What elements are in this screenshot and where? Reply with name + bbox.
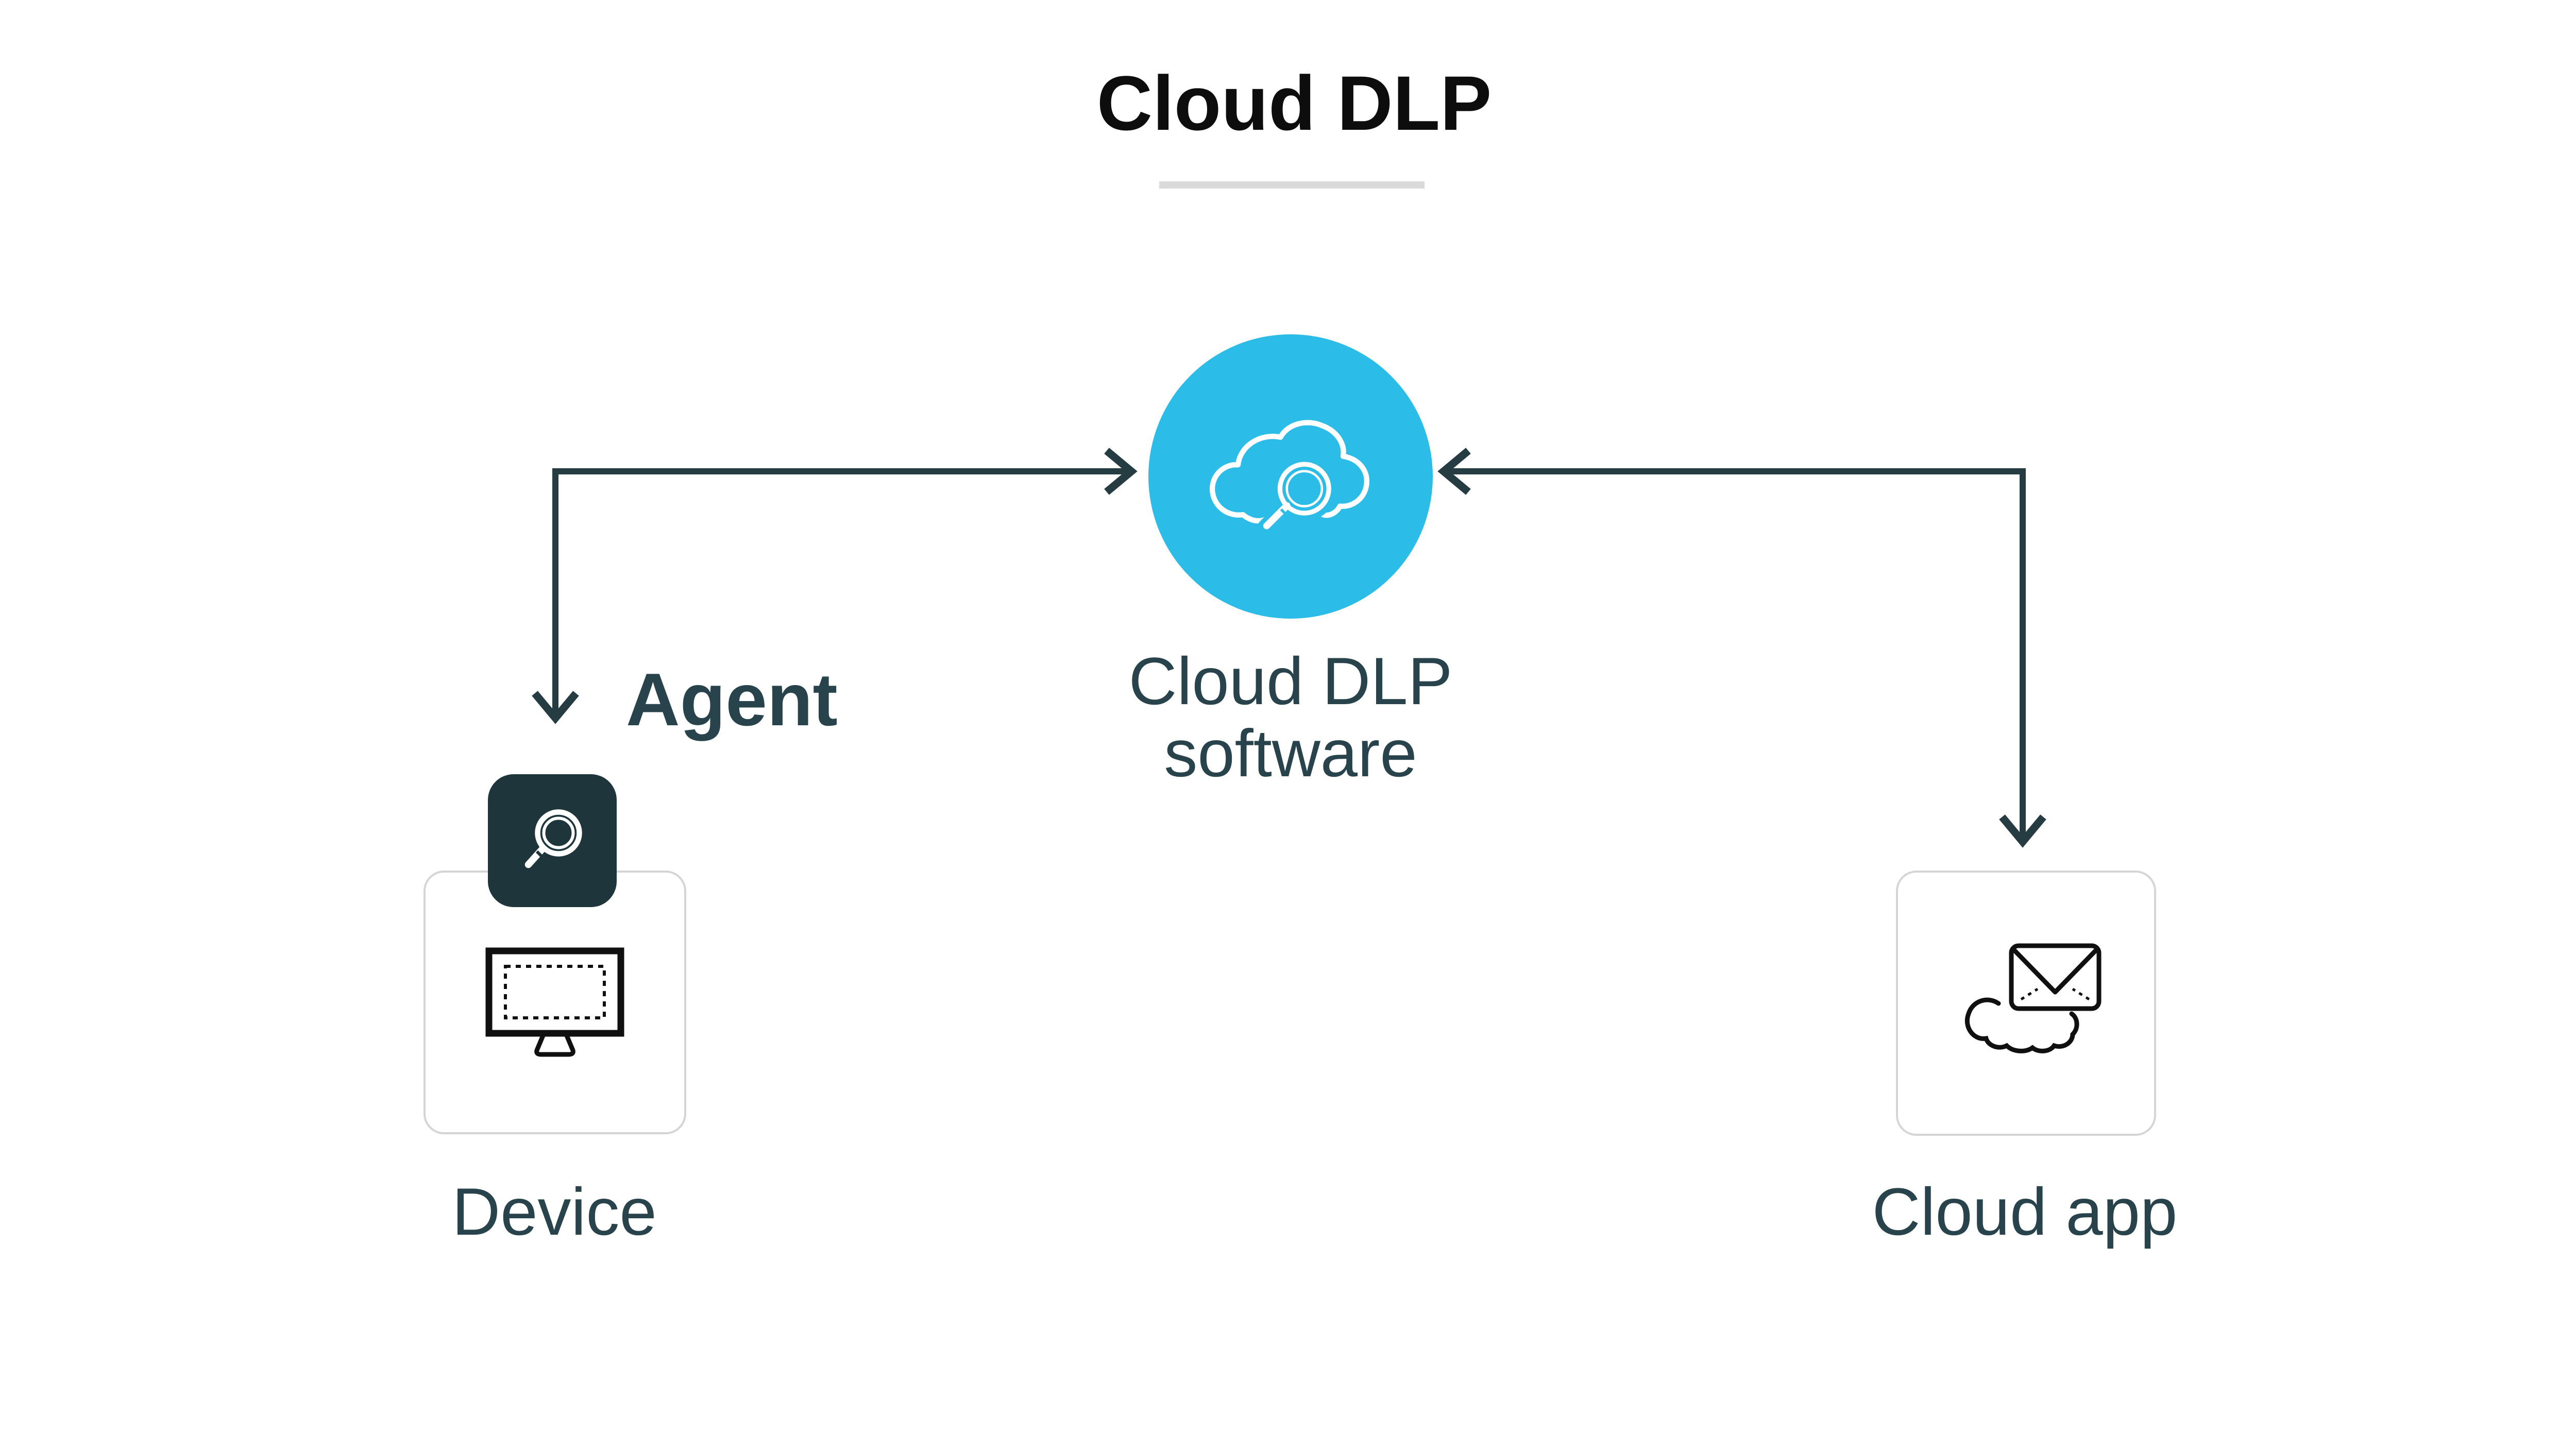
- hub-label: Cloud DLP software: [1084, 645, 1497, 789]
- monitor-screen-dashed: [504, 965, 606, 1019]
- agent-badge: [488, 774, 617, 907]
- connector-cloudapp-hub: [1437, 448, 2046, 848]
- badge-magnifier-handle-notch: [535, 850, 545, 859]
- arrowhead-into-hub-right: [1437, 448, 1471, 495]
- hub-circle: [1148, 334, 1433, 619]
- connector-cloudapp-hub-line: [1449, 468, 2026, 837]
- hub-label-line1: Cloud DLP: [1128, 643, 1453, 719]
- cloud-outline: [1964, 997, 2079, 1053]
- device-box: [423, 871, 686, 1134]
- monitor-stand: [534, 1033, 575, 1057]
- agent-label: Agent: [626, 658, 838, 741]
- cloudapp-box: [1896, 871, 2156, 1136]
- cloudapp-label: Cloud app: [1872, 1174, 2178, 1249]
- magnifier-handle-notch: [1280, 508, 1287, 516]
- arrowhead-into-hub-left: [1104, 448, 1138, 495]
- envelope-flap: [2012, 948, 2098, 994]
- envelope-fold-left-dashed: [2020, 987, 2038, 1000]
- monitor-icon: [485, 947, 624, 1057]
- magnifier-ring-inner: [1285, 470, 1324, 508]
- envelope-body: [2009, 943, 2101, 1011]
- arrowhead-down-to-device: [532, 691, 579, 724]
- device-label: Device: [452, 1174, 657, 1249]
- magnifier-handle: [1263, 502, 1291, 530]
- hub-label-line2: software: [1164, 715, 1417, 791]
- magnifier-icon: [524, 809, 582, 868]
- cloud-search-icon: [1210, 420, 1369, 535]
- page-title: Cloud DLP: [1096, 60, 1492, 146]
- badge-magnifier-handle: [524, 845, 546, 868]
- magnifier-ring-outer: [1277, 462, 1331, 516]
- cloud-mail-icon: [1964, 943, 2101, 1053]
- badge-magnifier-ring-inner: [542, 816, 575, 849]
- envelope-fold-right-dashed: [2072, 987, 2090, 1000]
- cloud-outline: [1210, 420, 1369, 518]
- badge-magnifier-ring-outer: [535, 809, 582, 857]
- title-underline: [1159, 181, 1425, 189]
- arrowhead-down-to-cloudapp: [1999, 814, 2046, 848]
- monitor-frame: [485, 947, 624, 1037]
